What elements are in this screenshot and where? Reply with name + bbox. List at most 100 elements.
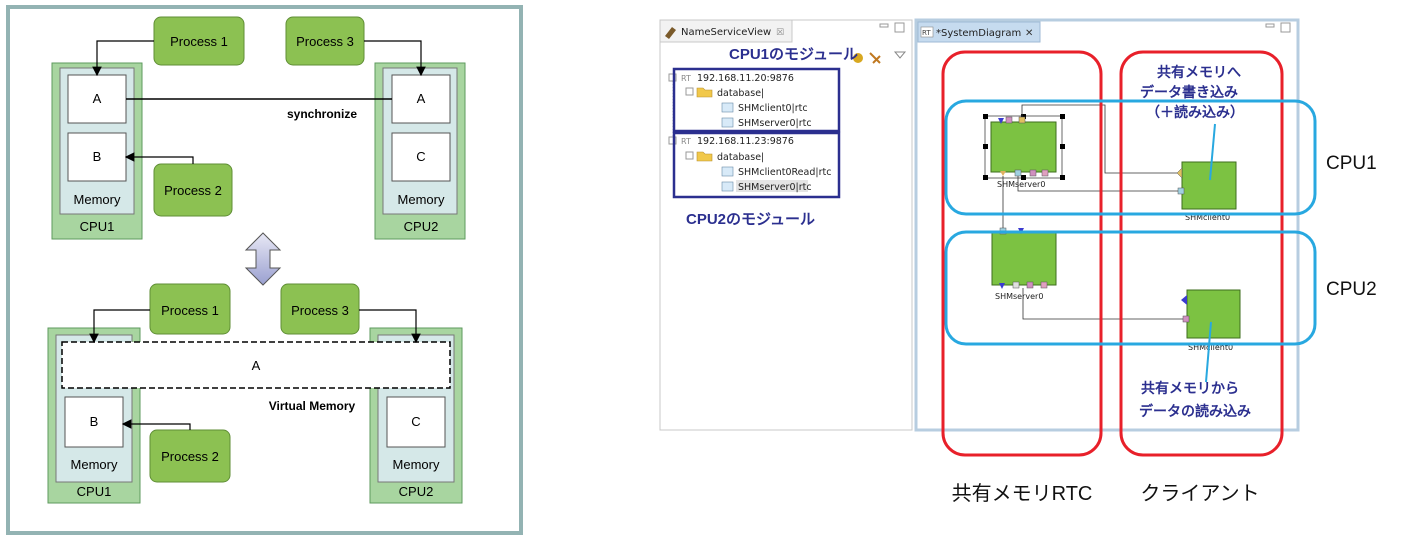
- outport-icon: [999, 283, 1005, 289]
- inport-icon: [1181, 295, 1187, 305]
- top-section: A B Memory CPU1 A C Memory CPU2 Process …: [51, 16, 466, 240]
- port-icon: [1014, 169, 1022, 177]
- refresh-icon[interactable]: [853, 53, 863, 63]
- component-body: [991, 232, 1057, 286]
- cpu2-row-highlight: [944, 230, 1317, 346]
- block-c-cpu2-top: [391, 132, 451, 182]
- minimize-icon[interactable]: [1265, 23, 1275, 28]
- write-note-pointer: [1209, 123, 1216, 181]
- handle: [983, 114, 988, 119]
- read-note-pointer: [1205, 321, 1212, 383]
- shared-block-a: [61, 341, 451, 389]
- shared-memory-rtc-highlight: [941, 50, 1103, 457]
- tree-expander-icon[interactable]: [668, 136, 677, 145]
- connection-line: [1021, 104, 1177, 174]
- name-service-tree: RT 192.168.11.20:9876 database| SHMclien…: [668, 73, 831, 193]
- tree-host-label[interactable]: 192.168.11.20:9876: [697, 73, 794, 84]
- rt-component-client-bottom[interactable]: SHMclient0: [1181, 289, 1241, 352]
- process3-label: Process 3: [296, 34, 354, 49]
- tree-item-label[interactable]: SHMserver0|rtc: [738, 118, 812, 129]
- component-label: SHMserver0: [995, 292, 1043, 301]
- rtc-component-icon: [721, 117, 734, 128]
- port-icon: [1005, 116, 1013, 124]
- cpu2-module-highlight: [672, 131, 841, 199]
- rt-component-server-top[interactable]: SHMserver0: [983, 114, 1065, 189]
- handle: [1021, 175, 1026, 180]
- cpu1-module-annotation: CPU1のモジュール: [729, 46, 858, 63]
- handle: [983, 175, 988, 180]
- rt-host-icon: RT: [681, 74, 691, 83]
- view-menu-icon[interactable]: [893, 51, 907, 59]
- maximize-icon[interactable]: [1280, 22, 1291, 33]
- read-note-line-2: データの読み込み: [1139, 403, 1251, 419]
- system-diagram-tab-title: *SystemDiagram: [936, 28, 1021, 39]
- virtual-memory-label: Virtual Memory: [269, 399, 356, 413]
- name-service-view-tab[interactable]: [659, 19, 793, 43]
- rt-tab-icon-label: RT: [922, 29, 931, 37]
- handle: [1060, 175, 1065, 180]
- shared-block-label: A: [252, 358, 261, 373]
- rt-component-client-top[interactable]: SHMclient0: [1176, 161, 1237, 222]
- port-icon: [1029, 169, 1037, 177]
- block-c-cpu2-bottom: [386, 396, 446, 448]
- rt-component-server-bottom[interactable]: SHMserver0: [991, 227, 1057, 301]
- cpu2-label: CPU2: [399, 484, 434, 499]
- tree-item-label[interactable]: SHMclient0Read|rtc: [738, 167, 831, 178]
- component-label: SHMclient0: [1188, 343, 1233, 352]
- connection-line: [1022, 288, 1183, 320]
- folder-icon: [696, 87, 713, 98]
- block-c-label: C: [416, 149, 425, 164]
- synchronize-label: synchronize: [287, 107, 357, 121]
- tree-folder-label[interactable]: database|: [717, 88, 764, 99]
- cpu1-label: CPU1: [80, 219, 115, 234]
- block-b-label: B: [93, 149, 102, 164]
- port-icon: [1018, 116, 1026, 124]
- tree-expander-icon[interactable]: [668, 73, 677, 82]
- tree-item-selection: [736, 180, 808, 192]
- tree-expander-icon[interactable]: [685, 87, 694, 96]
- process1-to-shared-arrow: [89, 309, 150, 344]
- process1-label: Process 1: [161, 303, 219, 318]
- handle: [1060, 114, 1065, 119]
- maximize-icon[interactable]: [894, 22, 905, 33]
- write-note-line-2: データ書き込み: [1140, 84, 1238, 100]
- process2-label: Process 2: [161, 449, 219, 464]
- memory-label: Memory: [398, 192, 445, 207]
- tree-expander-icon[interactable]: [685, 151, 694, 160]
- outport-icon: [1000, 171, 1006, 176]
- cpu1-label: CPU1: [77, 484, 112, 499]
- handle: [1060, 144, 1065, 149]
- connect-icon[interactable]: [869, 52, 881, 64]
- memory-label: Memory: [74, 192, 121, 207]
- system-diagram-pane: [914, 18, 1300, 432]
- rt-system-editor-screenshot: NameServiceView ☒ RT 192.168.11.20:9876 …: [659, 18, 1377, 505]
- client-column-label: クライアント: [1140, 482, 1259, 505]
- component-label: SHMserver0: [997, 180, 1045, 189]
- block-b-cpu1-bottom: [64, 396, 124, 448]
- name-service-view-tab-close-icon[interactable]: ☒: [776, 28, 784, 38]
- port-icon: [1012, 281, 1020, 289]
- cpu1-module-highlight: [672, 67, 841, 133]
- rtc-component-icon: [721, 166, 734, 177]
- write-note-line-3: （＋読み込み）: [1146, 104, 1244, 120]
- tree-host-label[interactable]: 192.168.11.23:9876: [697, 136, 794, 147]
- minimize-icon[interactable]: [879, 23, 889, 28]
- process1-box-bottom: [149, 283, 231, 335]
- system-diagram-tab[interactable]: [917, 21, 1041, 43]
- rt-tab-icon: [920, 26, 934, 38]
- component-body: [990, 121, 1057, 173]
- component-label: SHMclient0: [1185, 213, 1230, 222]
- process2-to-b-arrow: [121, 419, 191, 430]
- port-icon: [1026, 281, 1034, 289]
- tree-item-label[interactable]: SHMserver0|rtc: [738, 182, 812, 193]
- block-c-label: C: [411, 414, 420, 429]
- system-diagram-tab-close-icon[interactable]: ✕: [1025, 28, 1033, 39]
- process3-label: Process 3: [291, 303, 349, 318]
- tree-folder-label[interactable]: database|: [717, 152, 764, 163]
- port-icon: [1041, 169, 1049, 177]
- read-note-line-1: 共有メモリから: [1141, 380, 1239, 396]
- handle: [1021, 114, 1026, 119]
- rtc-component-icon: [721, 181, 734, 192]
- nameservice-view-icon: [665, 27, 676, 39]
- tree-item-label[interactable]: SHMclient0|rtc: [738, 103, 808, 114]
